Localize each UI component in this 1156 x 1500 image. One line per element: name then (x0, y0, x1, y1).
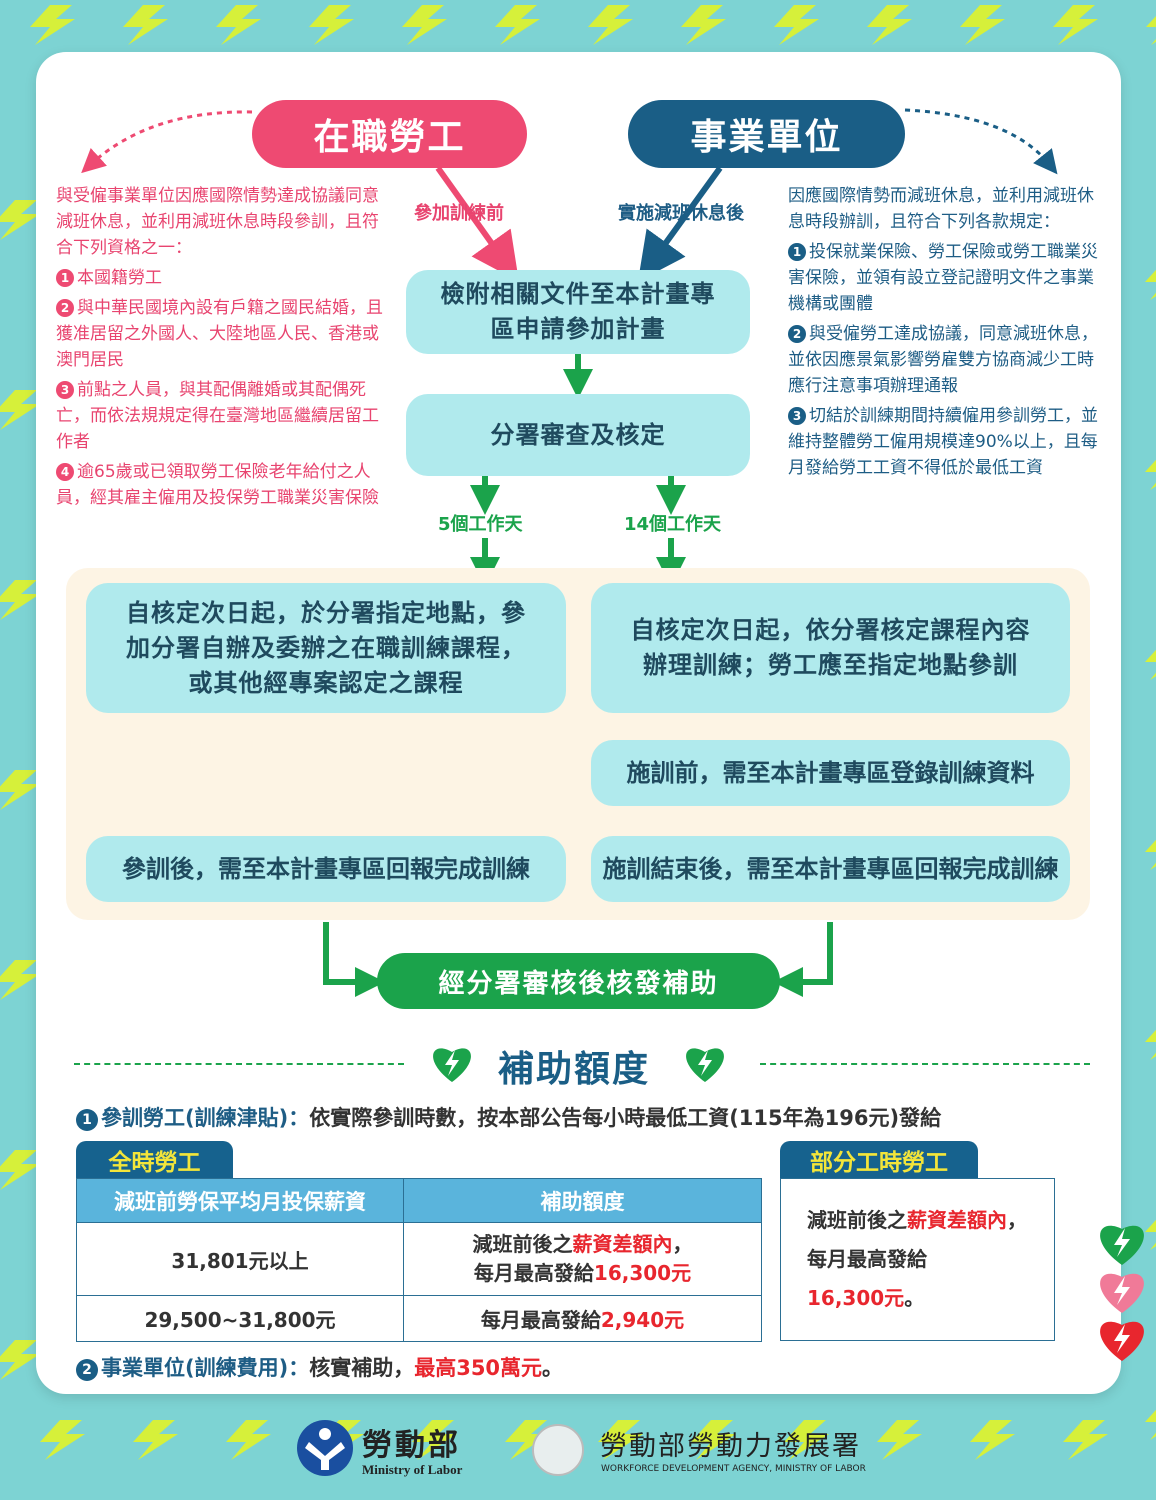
lightning-bolt-icon (309, 5, 354, 45)
lightning-bolt-icon (960, 5, 1005, 45)
lightning-bolt-icon (40, 1420, 85, 1460)
subsidy-title: 補助額度 (498, 1049, 651, 1090)
lightning-bolt-icon (1145, 269, 1156, 300)
lightning-bolt-icon (1145, 649, 1156, 680)
mol-logo-icon (297, 1420, 353, 1476)
lightning-bolt-icon (681, 5, 726, 45)
lightning-bolt-icon (402, 5, 447, 45)
lightning-bolt-icon (0, 580, 40, 620)
days-right-label: 14個工作天 (624, 514, 722, 535)
worker-eligibility: 與受僱事業單位因應國際情勢達成協議同意減班休息，並利用減班休息時段參訓，且符合下… (56, 183, 392, 515)
fulltime-table: 減班前勞保平均月投保薪資補助額度 31,801元以上減班前後之薪資差額內，每月最… (76, 1178, 762, 1342)
lightning-bolt-icon (774, 5, 819, 45)
lightning-bolt-icon (216, 5, 261, 45)
lightning-bolt-icon (1145, 839, 1156, 870)
lightning-bolt-icon (1145, 459, 1156, 490)
lightning-bolt-icon (877, 1420, 922, 1460)
lightning-bolt-icon (970, 1420, 1015, 1460)
lightning-bolt-icon (784, 1420, 829, 1460)
lightning-bolt-icon (0, 770, 40, 810)
lightning-bolt-icon (133, 1420, 178, 1460)
employer-arrow-label: 實施減班休息後 (618, 203, 744, 224)
employer-title: 事業單位 (628, 100, 905, 168)
lightning-bolt-icon (505, 1420, 550, 1460)
lightning-bolt-icon (1053, 5, 1098, 45)
mol-name: 勞動部 (362, 1428, 461, 1463)
employer-intro: 因應國際情勢而減班休息，並利用減班休息時段辦訓，且符合下列各款規定： (788, 186, 1094, 232)
lightning-bolt-icon (1145, 1219, 1156, 1250)
lightning-bolt-icon (0, 1150, 40, 1190)
heart-bolt-icon (686, 1048, 724, 1082)
wda-name-en: WORKFORCE DEVELOPMENT AGENCY, MINISTRY O… (601, 1464, 866, 1474)
parttime-tab: 部分工時勞工 (780, 1141, 978, 1179)
right-training-step: 自核定次日起，依分署核定課程內容辦理訓練；勞工應至指定地點參訓 (591, 583, 1070, 713)
right-report-step: 施訓結束後，需至本計畫專區回報完成訓練 (591, 836, 1070, 902)
flow-arrows (81, 108, 1058, 997)
mol-name-en: Ministry of Labor (362, 1462, 463, 1477)
wda-name: 勞動部勞動力發展署 (600, 1431, 861, 1462)
lightning-bolt-icon (0, 960, 40, 1000)
heart-bolt-icon (433, 1048, 471, 1082)
final-subsidy-step: 經分署審核後核發補助 (377, 953, 780, 1009)
lightning-bolt-icon (1145, 1409, 1156, 1440)
lightning-bolt-icon (1145, 1029, 1156, 1060)
table-cell: 每月最高發給2,940元 (403, 1295, 762, 1342)
left-report-step: 參訓後，需至本計畫專區回報完成訓練 (86, 836, 566, 902)
worker-arrow-label: 參加訓練前 (414, 203, 504, 224)
lightning-bolt-icon (123, 5, 168, 45)
lightning-bolt-icon (412, 1420, 457, 1460)
hearts-decoration (1100, 1225, 1144, 1361)
lightning-bolt-icon (598, 1420, 643, 1460)
divider (760, 1063, 1090, 1065)
wda-seal-icon (532, 1424, 584, 1476)
table-row: 29,500~31,800元每月最高發給2,940元 (76, 1295, 762, 1342)
left-training-step: 自核定次日起，於分署指定地點，參加分署自辦及委辦之在職訓練課程，或其他經專案認定… (86, 583, 566, 713)
column-header: 減班前勞保平均月投保薪資 (76, 1178, 404, 1223)
column-header: 補助額度 (403, 1178, 762, 1223)
lightning-bolt-icon (691, 1420, 736, 1460)
lightning-bolt-icon (1146, 16, 1156, 45)
fulltime-tab: 全時勞工 (76, 1141, 233, 1179)
apply-step: 檢附相關文件至本計畫專區申請參加計畫 (406, 270, 750, 354)
lightning-bolt-icon (1063, 1420, 1108, 1460)
lightning-bolt-icon (867, 5, 912, 45)
lightning-bolt-icon (226, 1420, 271, 1460)
divider (74, 1063, 404, 1065)
worker-title: 在職勞工 (252, 100, 527, 168)
lightning-bolt-icon (0, 1340, 40, 1380)
review-step: 分署審查及核定 (406, 394, 750, 476)
lightning-bolt-icon (495, 5, 540, 45)
table-cell: 29,500~31,800元 (76, 1295, 404, 1342)
table-cell: 減班前後之薪資差額內，每月最高發給16,300元 (403, 1222, 762, 1296)
lightning-bolt-icon (0, 200, 40, 240)
lightning-bolt-icon (30, 5, 75, 45)
table-row: 31,801元以上減班前後之薪資差額內，每月最高發給16,300元 (76, 1222, 762, 1296)
right-register-step: 施訓前，需至本計畫專區登錄訓練資料 (591, 740, 1070, 806)
lightning-bolt-icon (0, 390, 40, 430)
table-cell: 31,801元以上 (76, 1222, 404, 1296)
lightning-bolt-icon (588, 5, 633, 45)
days-left-label: 5個工作天 (438, 514, 523, 535)
worker-intro: 與受僱事業單位因應國際情勢達成協議同意減班休息，並利用減班休息時段參訓，且符合下… (56, 186, 379, 258)
